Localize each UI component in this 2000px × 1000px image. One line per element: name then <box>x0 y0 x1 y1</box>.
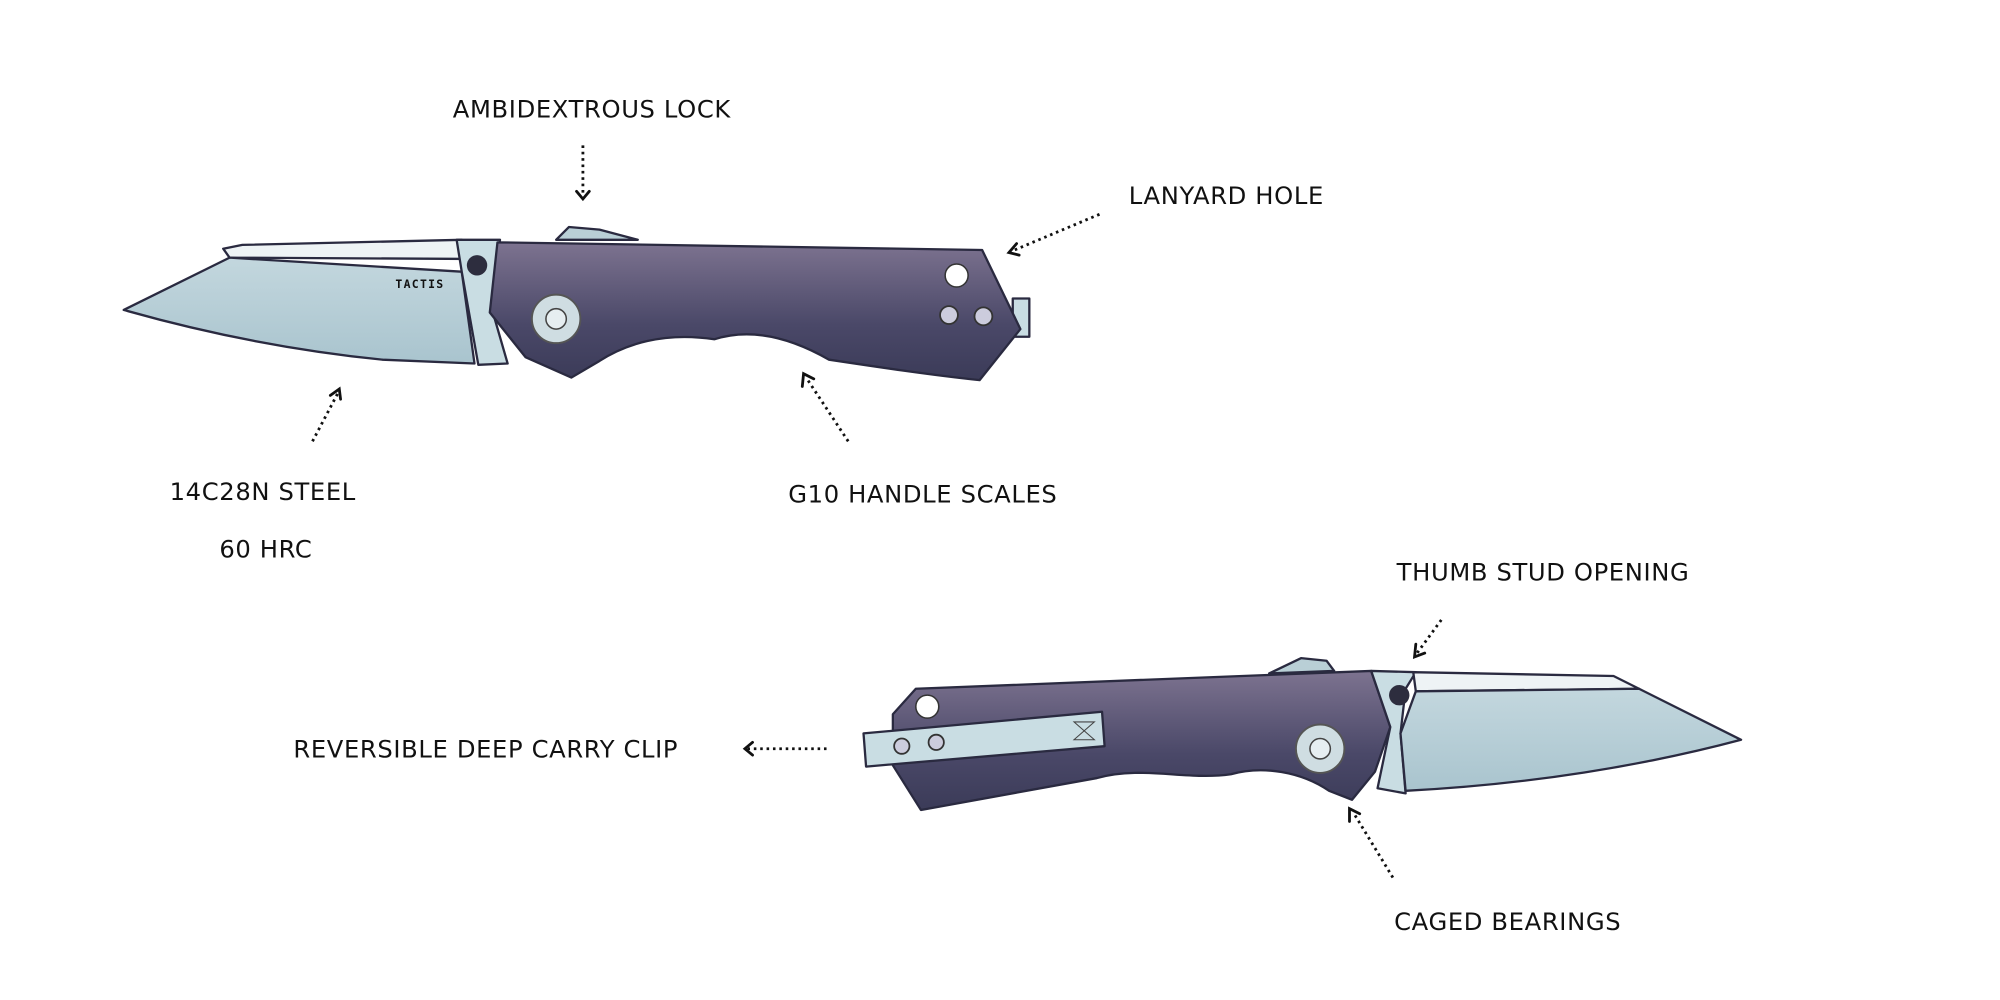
callout-label: LANYARD HOLE <box>1129 182 1324 210</box>
blade <box>122 256 476 365</box>
callout-label: THUMB STUD OPENING <box>1396 558 1690 586</box>
callout-label: 60 HRC <box>219 535 312 563</box>
arrow-head-icon <box>1412 642 1427 659</box>
handle-scale <box>891 669 1392 812</box>
knife-open-left-view: TACTIS <box>122 225 1031 382</box>
pivot-screw-icon <box>545 307 568 330</box>
arrow-head-icon <box>328 386 342 401</box>
callout-label: 14C28N STEEL <box>170 478 356 506</box>
flipper-tab <box>554 225 639 241</box>
arrow-head-icon <box>1006 242 1021 257</box>
pocket-clip <box>862 710 1106 768</box>
handle-scale <box>488 241 1022 382</box>
blade-stop-screw <box>466 255 488 276</box>
callout-handle-scales: G10 HANDLE SCALES <box>788 371 1057 509</box>
blade-spine-swedge <box>222 238 471 261</box>
blade <box>1399 687 1743 792</box>
scale-screw <box>973 306 994 327</box>
callout-carry-clip: REVERSIBLE DEEP CARRY CLIP <box>293 736 827 764</box>
arrow-head-icon <box>800 371 816 388</box>
callout-label: CAGED BEARINGS <box>1394 908 1621 936</box>
arrow-head-icon <box>575 189 591 202</box>
knife-open-right-view <box>862 657 1743 812</box>
callout-label: REVERSIBLE DEEP CARRY CLIP <box>293 736 678 764</box>
callout-steel: 14C28N STEEL 60 HRC <box>170 386 356 563</box>
lanyard-hole <box>944 263 969 288</box>
clip-screw <box>927 733 945 751</box>
callout-thumb-stud: THUMB STUD OPENING <box>1396 558 1690 659</box>
callout-ambidextrous-lock: AMBIDEXTROUS LOCK <box>453 95 732 202</box>
arrow-head-icon <box>1348 806 1362 823</box>
clip-screw <box>893 737 911 755</box>
flipper-tab <box>1267 657 1336 675</box>
clip-logo-icon <box>1072 721 1096 741</box>
callout-label: G10 HANDLE SCALES <box>788 481 1057 509</box>
callout-caged-bearings: CAGED BEARINGS <box>1348 806 1621 936</box>
pivot-screw-icon <box>1309 737 1332 760</box>
callout-label: AMBIDEXTROUS LOCK <box>453 95 732 123</box>
blade-stop-screw <box>1389 684 1410 706</box>
callout-lanyard-hole: LANYARD HOLE <box>1006 182 1324 257</box>
lanyard-hole <box>915 694 940 719</box>
scale-screw <box>939 305 959 325</box>
brand-mark: TACTIS <box>395 277 444 291</box>
arrow-head-icon <box>742 740 754 757</box>
